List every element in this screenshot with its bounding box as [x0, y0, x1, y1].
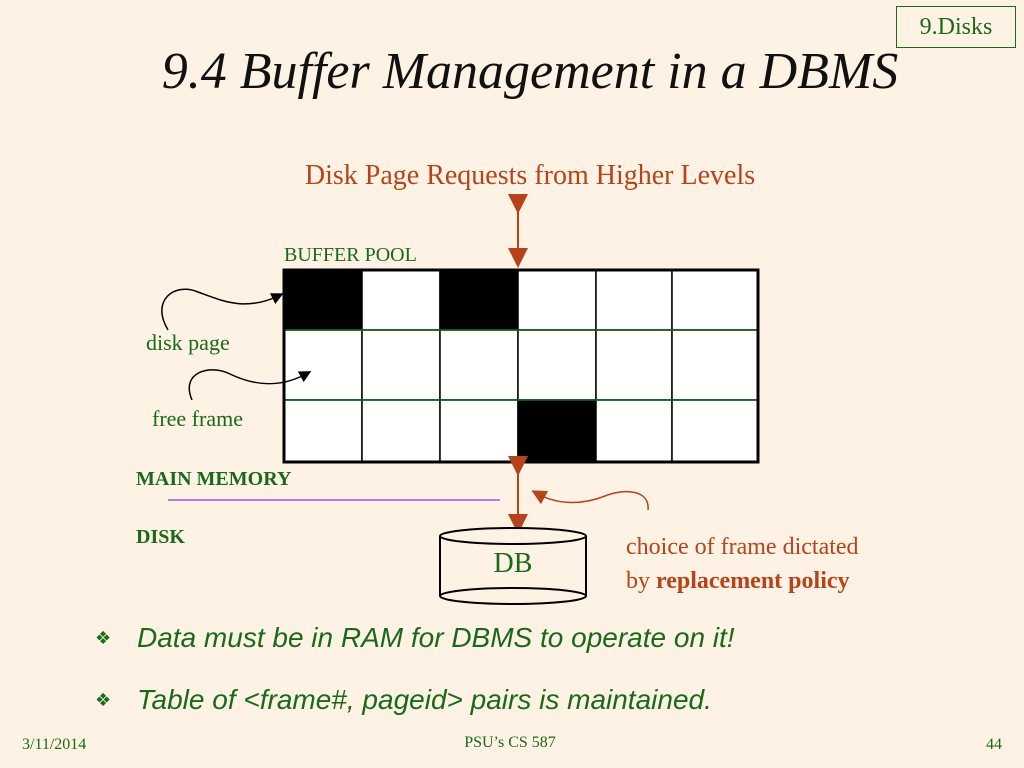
buffer-frame-used: [439, 269, 519, 331]
buffer-frame-used: [283, 269, 363, 331]
diamond-bullet-icon: ❖: [95, 689, 112, 710]
footer-page-number: 44: [986, 736, 1002, 753]
section-tag: 9.Disks: [896, 6, 1016, 48]
slide-title: 9.4 Buffer Management in a DBMS: [161, 43, 899, 100]
buffer-pool-label: BUFFER POOL: [284, 244, 417, 266]
buffer-frame-free: [595, 269, 673, 331]
disk-page-pointer: [161, 288, 284, 331]
choice-line-1: choice of frame dictated: [626, 534, 859, 560]
choice-line-2: by replacement policy: [626, 564, 956, 598]
footer-date: 3/11/2014: [22, 736, 87, 753]
buffer-frame-free: [671, 269, 759, 331]
disk-page-label: disk page: [146, 330, 230, 355]
buffer-frame-free: [671, 399, 759, 463]
free-frame-label: free frame: [152, 406, 243, 431]
db-label: DB: [493, 548, 533, 579]
bullet-item: ❖ Table of <frame#, pageid> pairs is mai…: [95, 684, 975, 716]
buffer-frame-free: [517, 329, 597, 401]
buffer-frame-free: [361, 399, 441, 463]
replacement-policy-note: choice of frame dictated by replacement …: [626, 530, 956, 598]
buffer-frame-used: [517, 399, 597, 463]
bullet-item: ❖ Data must be in RAM for DBMS to operat…: [95, 622, 975, 654]
buffer-frame-free: [595, 329, 673, 401]
footer-course: PSU’s CS 587: [464, 734, 556, 751]
database-cylinder: [439, 527, 587, 605]
buffer-frame-free: [439, 399, 519, 463]
buffer-frame-free: [439, 329, 519, 401]
bullet-text: Table of <frame#, pageid> pairs is maint…: [137, 684, 712, 715]
main-memory-label: MAIN MEMORY: [136, 468, 292, 490]
buffer-pool-grid: [282, 268, 760, 464]
diamond-bullet-icon: ❖: [95, 627, 112, 648]
free-frame-pointer: [188, 369, 312, 401]
buffer-frame-free: [595, 399, 673, 463]
buffer-frame-free: [283, 329, 363, 401]
disk-label: DISK: [136, 526, 185, 548]
buffer-frame-free: [361, 269, 441, 331]
buffer-frame-free: [517, 269, 597, 331]
requests-label: Disk Page Requests from Higher Levels: [304, 160, 756, 191]
buffer-frame-free: [283, 399, 363, 463]
choice-policy: replacement policy: [656, 568, 850, 594]
replacement-policy-pointer: [531, 490, 649, 511]
bullet-text: Data must be in RAM for DBMS to operate …: [137, 622, 735, 653]
buffer-frame-free: [671, 329, 759, 401]
choice-by: by: [626, 568, 656, 594]
buffer-frame-free: [361, 329, 441, 401]
